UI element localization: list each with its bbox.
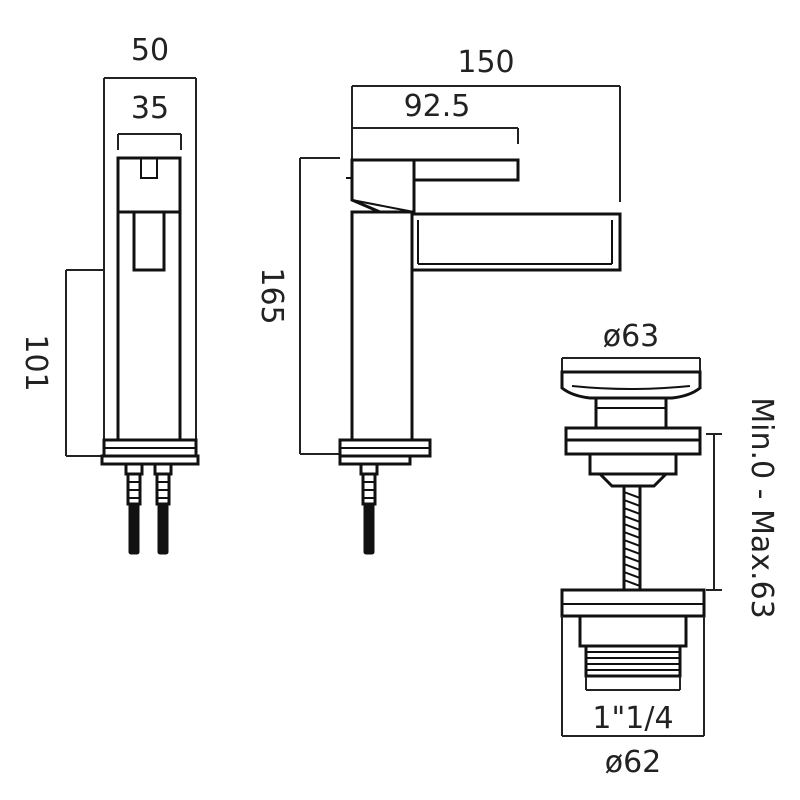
label-base-diameter: ø62 [605, 745, 662, 780]
front-spout [406, 212, 622, 272]
front-view: 150 92.5 165 [254, 45, 622, 555]
label-overall-height: 165 [254, 267, 289, 324]
front-handle [346, 158, 520, 214]
front-body [350, 210, 414, 442]
label-overall-reach: 150 [457, 45, 514, 80]
dim-cap-diameter: ø63 [561, 319, 701, 372]
side-handle-slot [140, 157, 158, 179]
waste-flange [564, 426, 702, 442]
label-thread: 1"1/4 [592, 701, 673, 736]
dim-handle-reach: 92.5 [352, 89, 519, 144]
dim-thread: 1"1/4 [585, 676, 681, 736]
waste-view: ø63 Min.0 - Max.63 [560, 319, 779, 780]
label-adjustment: Min.0 - Max.63 [744, 397, 779, 618]
front-tail [359, 462, 379, 555]
side-handle-head [116, 156, 182, 214]
side-base-washer [100, 454, 200, 466]
dim-adjustment: Min.0 - Max.63 [706, 397, 779, 619]
dim-handle-width: 35 [117, 91, 182, 150]
side-tails [124, 462, 173, 555]
side-view: 50 35 101 [18, 33, 200, 555]
label-overall-width: 50 [131, 33, 169, 68]
waste-popup-stem [594, 396, 668, 430]
dim-base-diameter: ø62 [561, 616, 705, 780]
dim-overall-width: 50 [103, 33, 197, 440]
label-body-height: 101 [18, 334, 53, 391]
waste-body [578, 614, 688, 648]
waste-thread [584, 644, 682, 678]
label-handle-width: 35 [131, 91, 169, 126]
waste-cap [560, 370, 702, 400]
label-handle-reach: 92.5 [404, 89, 471, 124]
dim-overall-height: 165 [254, 157, 340, 455]
dim-overall-reach: 150 [351, 45, 621, 202]
side-lever [132, 210, 166, 272]
dim-body-height: 101 [18, 269, 104, 457]
label-cap-diameter: ø63 [603, 319, 660, 354]
waste-threaded-rod [622, 484, 642, 592]
